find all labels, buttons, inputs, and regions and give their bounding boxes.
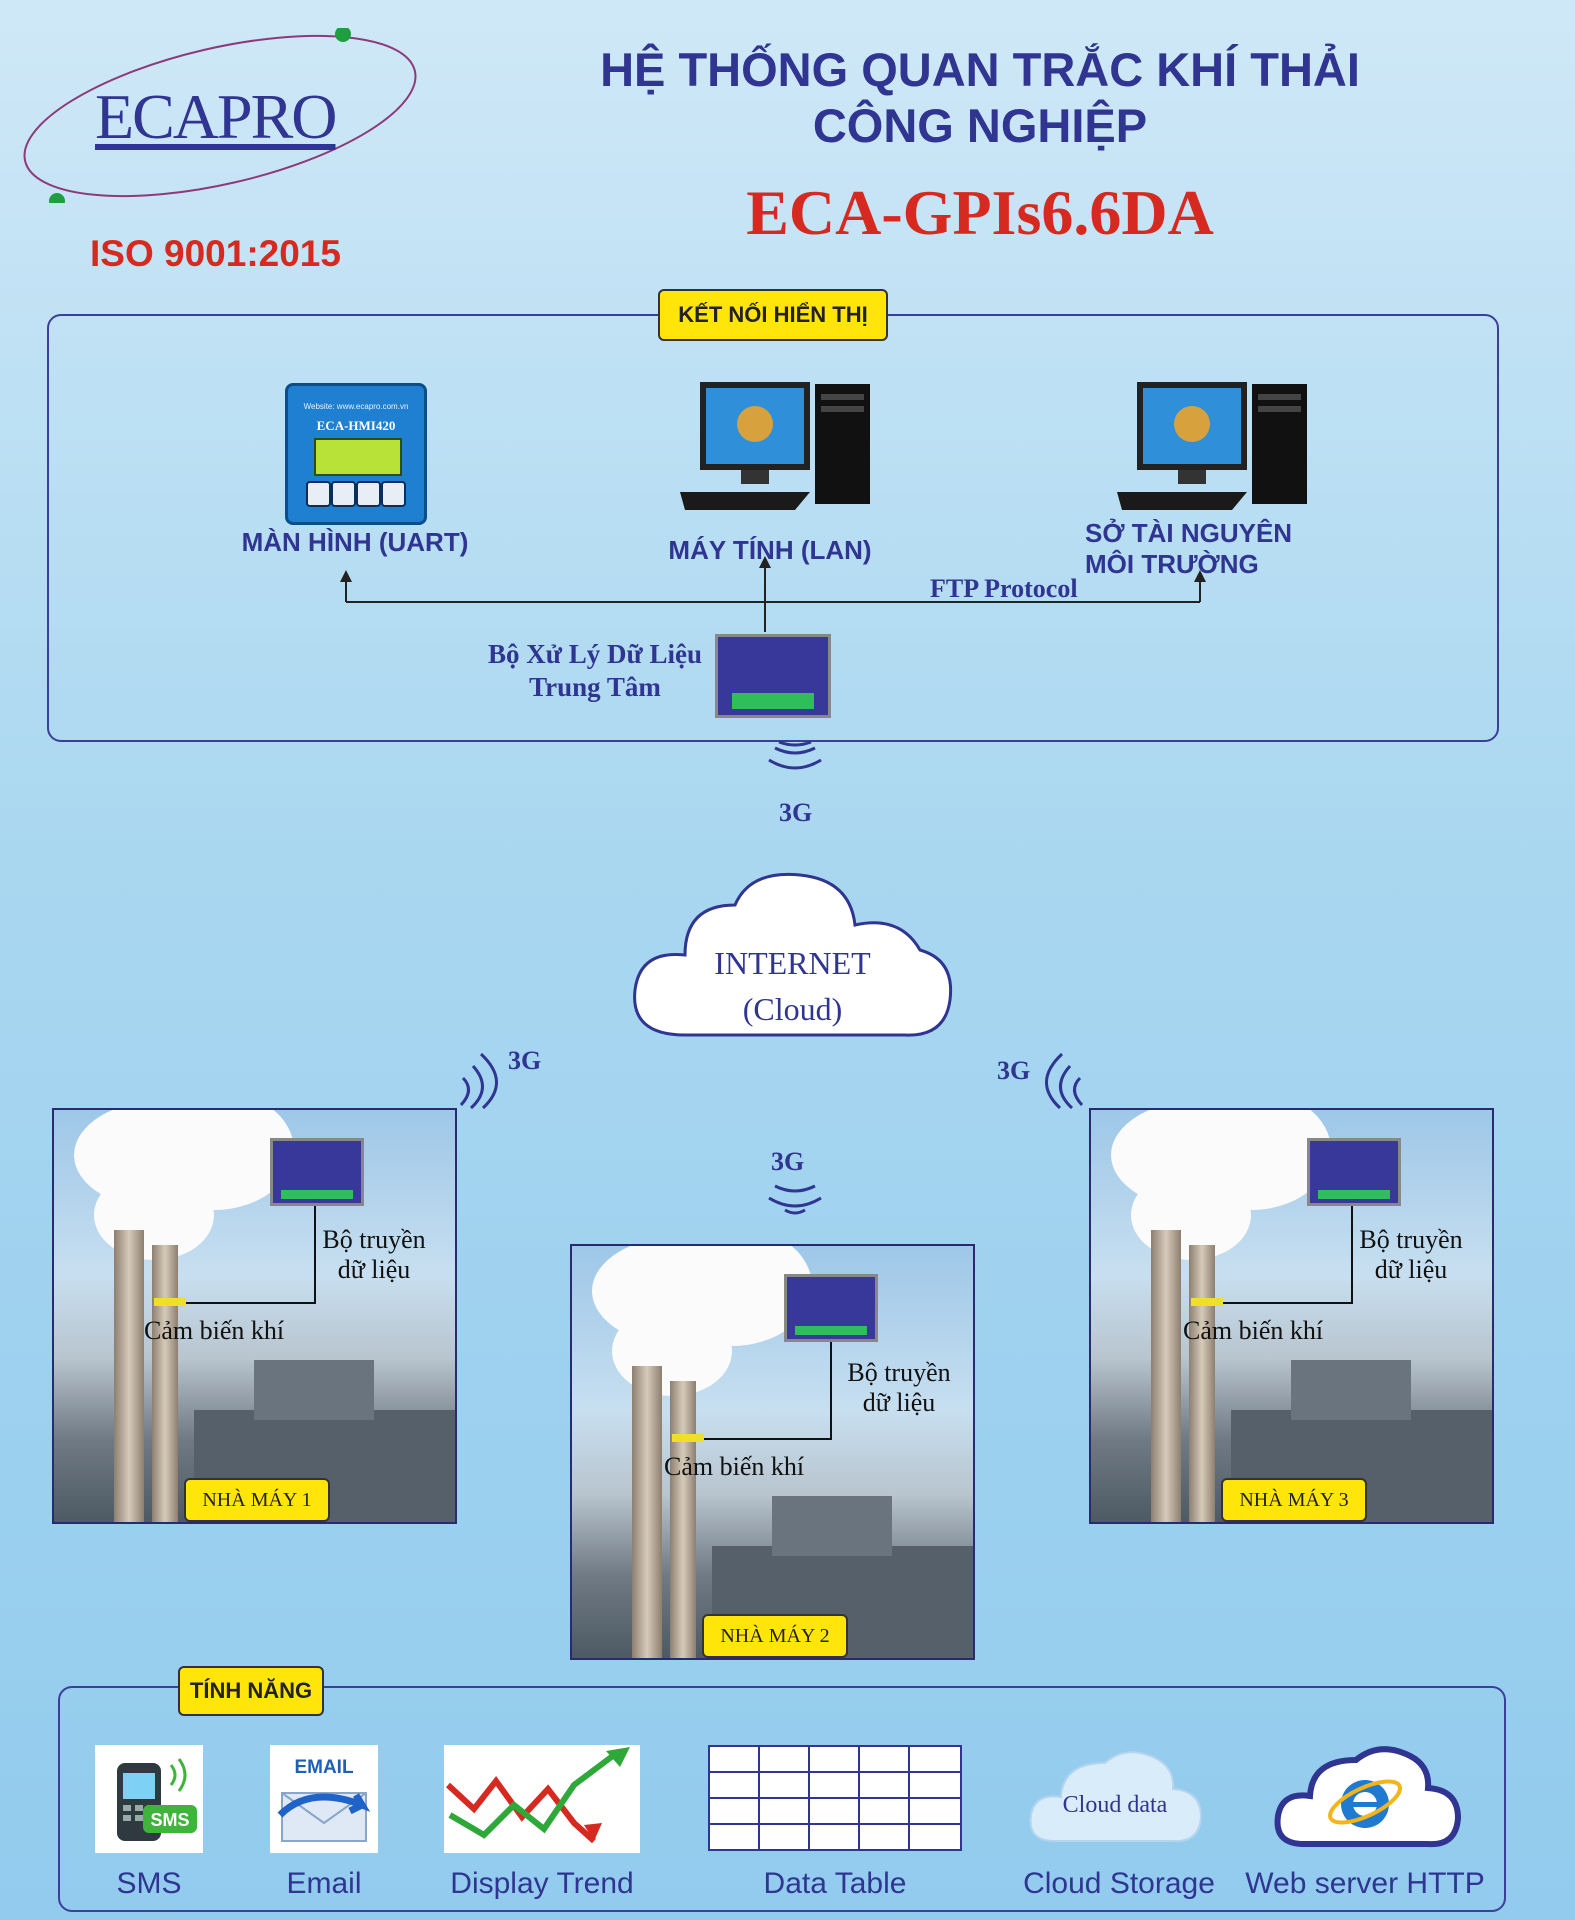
features-label: TÍNH NĂNG: [178, 1666, 324, 1716]
title-line-2: CÔNG NGHIỆP: [812, 99, 1148, 152]
signal-3g-central: 3G: [779, 798, 813, 827]
controller-label: Bộ Xử Lý Dữ Liệu Trung Tâm: [470, 638, 720, 704]
plant-3-gas-sensor: [1191, 1298, 1223, 1306]
hmi-label: MÀN HÌNH (UART): [241, 527, 469, 557]
cloud-data-icon-text: Cloud data: [1062, 1792, 1168, 1818]
sms-phone-icon: SMS: [95, 1745, 203, 1853]
plant-1-panel: Bộ truyền dữ liệu Cảm biến khí NHÀ MÁY 1: [52, 1108, 457, 1524]
plant-3-transmitter-device: [1307, 1138, 1401, 1206]
feature-trend-label: Display Trend: [450, 1867, 634, 1900]
wireless-signal-left-icon: [459, 1052, 498, 1110]
hmi-keypad: [306, 481, 406, 507]
cloud-label: INTERNET (Cloud): [680, 940, 905, 1032]
plant-1-name: NHÀ MÁY 1: [184, 1478, 330, 1522]
plant-3-panel: Bộ truyền dữ liệu Cảm biến khí NHÀ MÁY 3: [1089, 1108, 1494, 1524]
pc-gov-label-line-2: MÔI TRƯỜNG: [1085, 549, 1259, 579]
hmi-lcd-screen: [314, 438, 402, 476]
plant-3-transmitter-line-2: dữ liệu: [1374, 1255, 1448, 1284]
ftp-protocol-label: FTP Protocol: [930, 574, 1078, 603]
email-icon-text: EMAIL: [294, 1757, 354, 1778]
plant-1-transmitter-line-2: dữ liệu: [337, 1255, 411, 1284]
central-controller-device: [715, 634, 831, 718]
plant-2-transmitter-line-1: Bộ truyền: [847, 1358, 951, 1387]
pc-lan-label: MÁY TÍNH (LAN): [668, 535, 872, 565]
feature-email-label: Email: [286, 1867, 362, 1900]
plant-1-transmitter-label: Bộ truyền dữ liệu: [309, 1225, 439, 1285]
table-grid-icon: [708, 1745, 962, 1851]
plant-2-panel: Bộ truyền dữ liệu Cảm biến khí NHÀ MÁY 2: [570, 1244, 975, 1660]
pc-gov-label-line-1: SỞ TÀI NGUYÊN: [1085, 518, 1293, 548]
feature-webserver-label: Web server HTTP: [1245, 1867, 1485, 1900]
signal-3g-middle: 3G: [771, 1147, 805, 1176]
internet-cloud-icon: [633, 872, 953, 1037]
controller-label-line-1: Bộ Xử Lý Dữ Liệu: [488, 639, 702, 669]
pc-gov-label: SỞ TÀI NGUYÊN MÔI TRƯỜNG: [1085, 518, 1335, 580]
plant-1-transmitter-device: [270, 1138, 364, 1206]
controller-terminal-strip: [732, 693, 814, 709]
display-connection-label: KẾT NỐI HIỂN THỊ: [658, 289, 888, 341]
features-frame: [58, 1686, 1506, 1912]
plant-2-gas-sensor: [672, 1434, 704, 1442]
plant-2-sensor-label: Cảm biến khí: [664, 1452, 805, 1481]
page-title: HỆ THỐNG QUAN TRẮC KHÍ THẢI CÔNG NGHIỆP: [560, 42, 1400, 154]
signal-3g-right: 3G: [997, 1056, 1031, 1085]
iso-certification: ISO 9001:2015: [90, 233, 341, 274]
hmi-key-enter-icon: [381, 481, 406, 507]
wireless-signal-right-icon: [1045, 1052, 1084, 1110]
plant-1-transmitter-line-1: Bộ truyền: [322, 1225, 426, 1254]
signal-3g-left: 3G: [508, 1046, 542, 1075]
hmi-display-device: Website: www.ecapro.com.vn ECA-HMI420: [285, 383, 427, 525]
cloud-label-line-2: (Cloud): [742, 991, 843, 1027]
ecapro-logo: ECAPRO: [95, 81, 337, 152]
plant-2-transmitter-line-2: dữ liệu: [862, 1388, 936, 1417]
hmi-website: Website: www.ecapro.com.vn: [303, 402, 409, 411]
plant-1-gas-sensor: [154, 1298, 186, 1306]
plant-3-sensor-label: Cảm biến khí: [1183, 1316, 1324, 1345]
trend-chart-icon: [444, 1745, 640, 1853]
sms-icon-text: SMS: [150, 1810, 190, 1830]
logo-orbit-graphic: [23, 28, 417, 203]
cloud-data-icon: [1029, 1751, 1203, 1843]
plant-3-transmitter-line-1: Bộ truyền: [1359, 1225, 1463, 1254]
hmi-key-left-icon: [306, 481, 331, 507]
hmi-model: ECA-HMI420: [316, 418, 396, 433]
pc-lan-icon: [680, 382, 870, 510]
title-line-1: HỆ THỐNG QUAN TRẮC KHÍ THẢI: [600, 43, 1360, 96]
feature-sms-label: SMS: [116, 1867, 182, 1900]
plant-3-transmitter-label: Bộ truyền dữ liệu: [1346, 1225, 1476, 1285]
plant-2-transmitter-device: [784, 1274, 878, 1342]
wireless-signal-middle-icon: [768, 1184, 822, 1215]
plant-2-name: NHÀ MÁY 2: [702, 1614, 848, 1658]
wireless-signal-icon: [768, 740, 822, 770]
feature-table-label: Data Table: [763, 1867, 907, 1900]
model-number: ECA-GPIs6.6DA: [746, 177, 1214, 248]
controller-label-line-2: Trung Tâm: [529, 672, 661, 702]
pc-gov-icon: [1117, 382, 1307, 510]
feature-cloud-label: Cloud Storage: [1023, 1867, 1215, 1900]
plant-2-transmitter-label: Bộ truyền dữ liệu: [834, 1358, 964, 1418]
hmi-key-down-icon: [356, 481, 381, 507]
cloud-label-line-1: INTERNET: [714, 945, 871, 981]
email-icon: EMAIL: [270, 1745, 378, 1853]
plant-1-sensor-label: Cảm biến khí: [144, 1316, 285, 1345]
hmi-key-up-icon: [331, 481, 356, 507]
internet-explorer-cloud-icon: [1274, 1746, 1462, 1848]
plant-3-name: NHÀ MÁY 3: [1221, 1478, 1367, 1522]
connection-lines: [340, 556, 1206, 632]
